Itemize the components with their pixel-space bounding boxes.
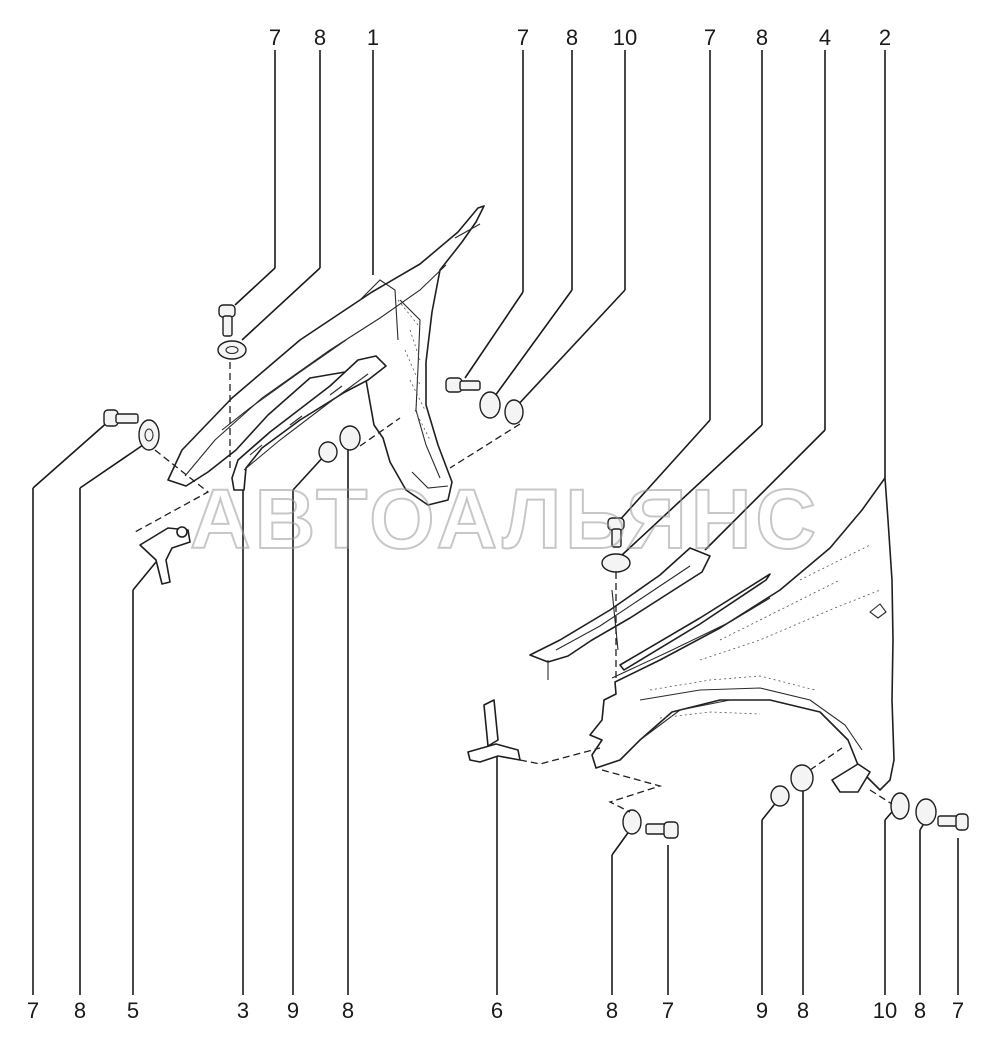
callout-label: 8 bbox=[914, 998, 926, 1023]
callout-label: 6 bbox=[491, 998, 503, 1023]
callout-label: 8 bbox=[756, 25, 768, 50]
callout-label: 9 bbox=[756, 998, 768, 1023]
callout-label: 5 bbox=[127, 998, 139, 1023]
callout-label: 10 bbox=[873, 998, 897, 1023]
callout-label: 1 bbox=[367, 25, 379, 50]
fender-part-2 bbox=[589, 477, 895, 791]
callout-label: 7 bbox=[662, 998, 674, 1023]
callout-label: 9 bbox=[287, 998, 299, 1023]
callout-label: 7 bbox=[952, 998, 964, 1023]
leader-lines bbox=[32, 50, 959, 995]
bracket-part-6 bbox=[467, 699, 521, 763]
fender-liner-part-1 bbox=[167, 205, 485, 506]
callout-label: 4 bbox=[819, 25, 831, 50]
callout-label: 8 bbox=[606, 998, 618, 1023]
callout-label: 7 bbox=[269, 25, 281, 50]
left-fasteners bbox=[103, 304, 524, 533]
callout-label: 7 bbox=[704, 25, 716, 50]
callout-label: 7 bbox=[517, 25, 529, 50]
callouts-top: 7 8 1 7 8 10 7 8 4 2 bbox=[269, 25, 891, 50]
callout-label: 8 bbox=[797, 998, 809, 1023]
callout-label: 8 bbox=[314, 25, 326, 50]
callouts-bottom: 7 8 5 3 9 8 6 8 7 9 8 10 8 7 bbox=[27, 998, 964, 1023]
callout-label: 8 bbox=[74, 998, 86, 1023]
callout-label: 2 bbox=[879, 25, 891, 50]
rail-part-3 bbox=[231, 355, 387, 491]
bracket-part-5 bbox=[139, 526, 191, 585]
callout-label: 10 bbox=[613, 25, 637, 50]
callout-label: 3 bbox=[237, 998, 249, 1023]
rail-part-4 bbox=[529, 547, 771, 680]
watermark-text: АВТОАЛЬЯНС bbox=[190, 472, 820, 566]
right-fasteners bbox=[519, 517, 969, 839]
callout-label: 8 bbox=[566, 25, 578, 50]
callout-label: 7 bbox=[27, 998, 39, 1023]
callout-label: 8 bbox=[342, 998, 354, 1023]
